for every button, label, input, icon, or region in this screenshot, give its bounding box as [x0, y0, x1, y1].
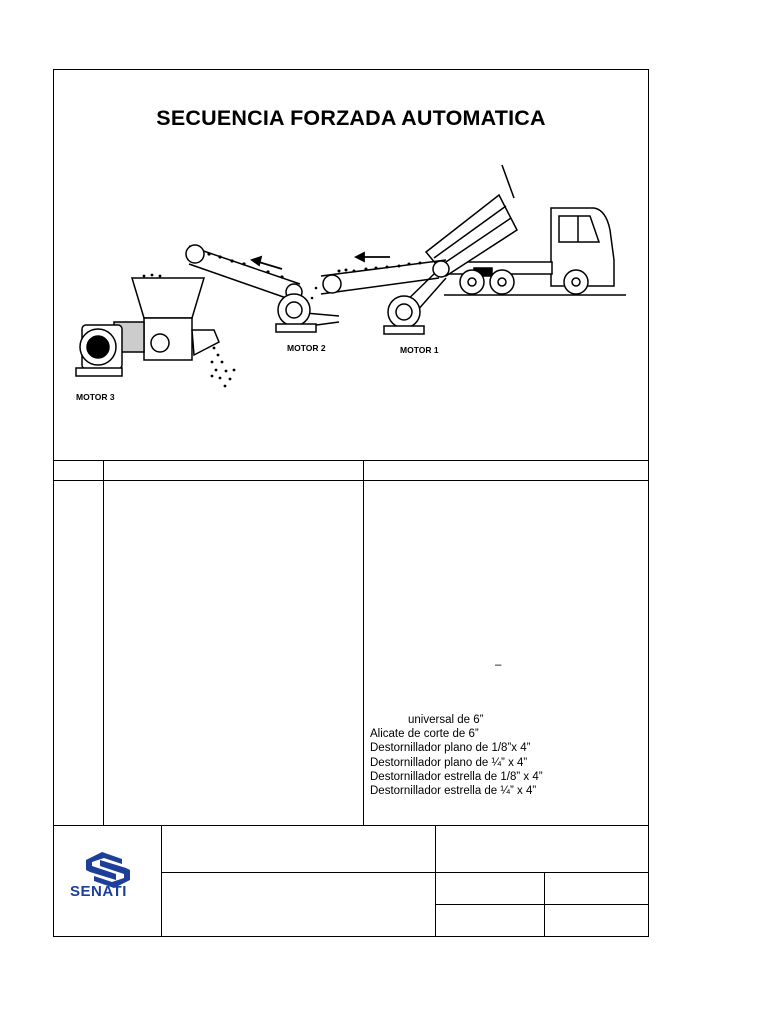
motor-3-icon [75, 324, 123, 377]
list-item: Destornillador plano de ¼” x 4” [370, 756, 528, 769]
material-particles [310, 261, 422, 300]
motor-3-label: MOTOR 3 [76, 392, 115, 402]
dump-truck-icon [424, 164, 615, 295]
worksheet-frame: SECUENCIA FORZADA AUTOMATICA [53, 69, 649, 937]
page-title: SECUENCIA FORZADA AUTOMATICA [156, 106, 546, 130]
footer-col-rule [161, 825, 162, 937]
footer-col-rule [544, 872, 545, 937]
footer-top-rule [54, 825, 648, 826]
list-item: universal de 6” [408, 714, 484, 726]
list-item: Destornillador plano de 1/8”x 4” [370, 742, 531, 755]
motor-1-icon [383, 295, 425, 335]
list-item: Alicate de corte de 6” [370, 728, 479, 741]
conveyor-1 [320, 259, 450, 321]
table-top-rule [54, 460, 648, 461]
footer-mid-rule [161, 872, 648, 873]
tools-list: universal de 6” Alicate de corte de 6” D… [370, 713, 543, 798]
senati-logo-text: SENATI [70, 883, 127, 900]
table-col-rule [103, 460, 104, 825]
material-particles [142, 273, 236, 388]
direction-arrow-icon [250, 251, 390, 270]
hopper-crusher [113, 277, 220, 361]
list-item: Destornillador estrella de 1/8” x 4” [370, 770, 543, 783]
list-item: Destornillador estrella de ¼” x 4” [370, 785, 537, 798]
conveyor-2 [185, 244, 340, 329]
table-header-rule [54, 480, 648, 481]
senati-logo-icon [86, 852, 130, 888]
motor-2-label: MOTOR 2 [287, 343, 326, 353]
dash-mark: – [495, 659, 502, 671]
motor-1-label: MOTOR 1 [400, 345, 439, 355]
motor-2-icon [275, 293, 317, 333]
footer-low-rule [435, 904, 648, 905]
table-col-rule [363, 460, 364, 825]
footer-col-rule [435, 825, 436, 937]
material-particles [207, 252, 284, 279]
conveyor-illustration: MOTOR 1 [75, 164, 626, 402]
